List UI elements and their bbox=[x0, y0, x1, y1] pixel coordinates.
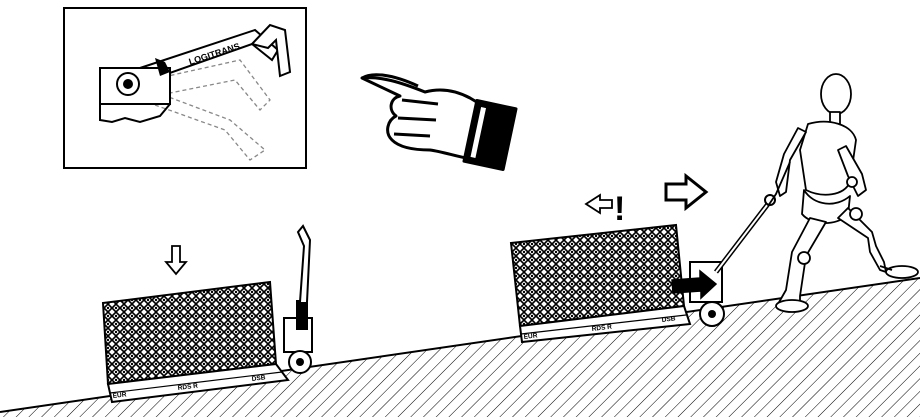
pointing-hand-icon bbox=[362, 75, 516, 170]
down-arrow-icon bbox=[166, 246, 186, 274]
walking-person-figure bbox=[768, 74, 918, 312]
warning-exclamation: ! bbox=[614, 190, 625, 228]
left-arrow-icon bbox=[586, 195, 612, 213]
handle-detail-inset: LOGITRANS bbox=[64, 8, 306, 168]
right-arrow-icon bbox=[666, 176, 706, 208]
left-pallet-truck: EUR RDS R DSB bbox=[103, 226, 312, 402]
